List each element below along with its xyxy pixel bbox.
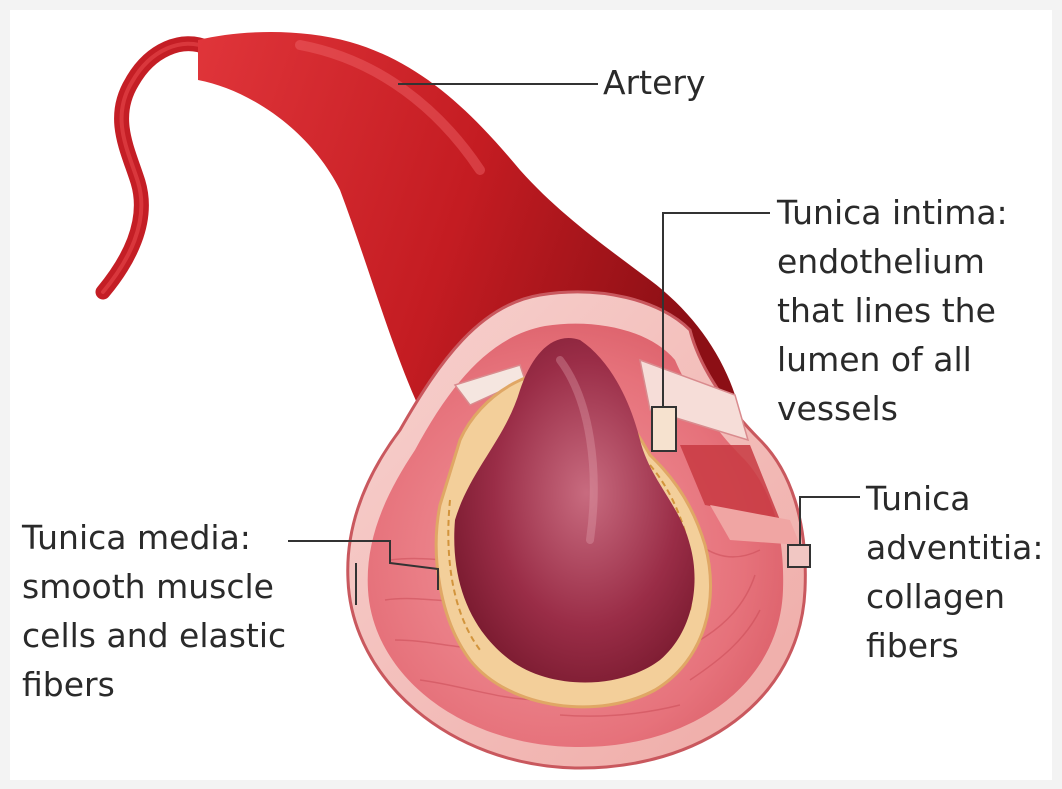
tunica-intima-label-line: endothelium <box>777 237 1008 286</box>
artery-label: Artery <box>603 58 705 107</box>
tunica-intima-label-line: lumen of all <box>777 335 1008 384</box>
tunica-adventitia-label-line: Tunica <box>866 474 1043 523</box>
tunica-adventitia-label-line: adventitia: <box>866 523 1043 572</box>
tunica-media-label-line: smooth muscle <box>22 562 286 611</box>
tunica-adventitia-label: Tunica adventitia: collagen fibers <box>866 474 1043 670</box>
tunica-media-label-line: cells and elastic <box>22 611 286 660</box>
adventitia-callout-box <box>788 545 810 567</box>
tunica-intima-label: Tunica intima: endothelium that lines th… <box>777 188 1008 433</box>
tunica-media-label-line: fibers <box>22 660 286 709</box>
tunica-adventitia-label-line: collagen <box>866 572 1043 621</box>
tunica-intima-label-line: vessels <box>777 384 1008 433</box>
tunica-media-label-line: Tunica media: <box>22 513 286 562</box>
tunica-intima-label-line: that lines the <box>777 286 1008 335</box>
tunica-intima-label-line: Tunica intima: <box>777 188 1008 237</box>
tunica-media-label: Tunica media: smooth muscle cells and el… <box>22 513 286 709</box>
intima-callout-box <box>652 407 676 451</box>
tunica-adventitia-label-line: fibers <box>866 621 1043 670</box>
